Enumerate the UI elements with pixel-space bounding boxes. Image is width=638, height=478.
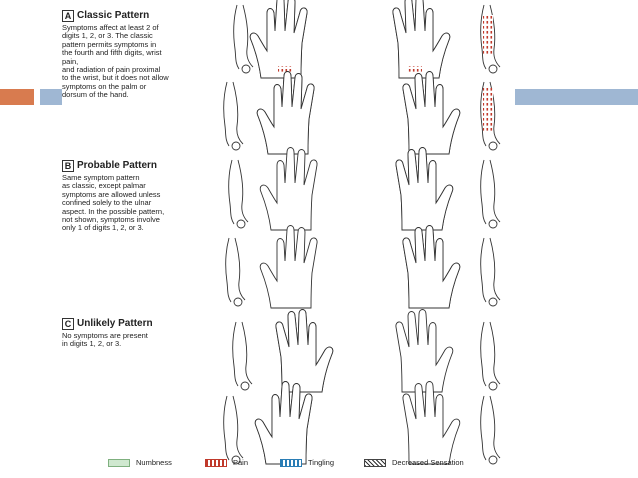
legend-item-tingling: Tingling — [280, 458, 334, 467]
panel-c-arm-right-top — [480, 321, 501, 391]
panel-a-letter: A — [62, 10, 74, 22]
panel-a-hand-palm-right — [392, 0, 451, 79]
panel-b-arm-right-top — [480, 159, 501, 229]
numbness-swatch — [108, 458, 130, 467]
panel-c-description: No symptoms are present in digits 1, 2, … — [62, 331, 148, 349]
panel-a-title: Classic Pattern — [77, 9, 150, 21]
panel-b-text: B Probable Pattern Same symptom pattern … — [62, 160, 174, 233]
panel-a-arm-left-bottom — [223, 81, 244, 151]
panel-b-arm-right-bottom — [480, 237, 501, 307]
panel-a-description: Symptoms affect at least 2 of digits 1, … — [62, 23, 169, 100]
panel-a-arm-right-top — [480, 4, 501, 74]
legend-item-numbness: Numbness — [108, 458, 172, 467]
panel-a-text: A Classic Pattern Symptoms affect at lea… — [62, 10, 174, 100]
legend-label-tingling: Tingling — [308, 458, 334, 467]
decreased-sensation-swatch — [364, 458, 386, 467]
legend-item-pain: Pain — [205, 458, 248, 467]
panel-c-hand-dorsum-left — [254, 381, 313, 465]
legend-label-numbness: Numbness — [136, 458, 172, 467]
panel-c-hand-palm-right — [395, 309, 454, 393]
panel-b-description: Same symptom pattern as classic, except … — [62, 173, 165, 233]
panel-b-hand-palm-left — [259, 147, 318, 231]
pain-swatch — [205, 458, 227, 467]
panel-c-arm-left-bottom — [223, 395, 244, 465]
panel-c-arm-right-bottom — [480, 395, 501, 465]
panel-b-hand-palm-right — [395, 147, 454, 231]
legend-label-pain: Pain — [233, 458, 249, 467]
tingling-swatch — [280, 458, 302, 467]
slide-accent-orange-bar — [0, 89, 34, 105]
panel-b-hand-dorsum-right — [402, 225, 461, 309]
panel-b-arm-left-bottom — [225, 237, 246, 307]
panel-b-title: Probable Pattern — [77, 159, 158, 171]
panel-a-hand-dorsum-right — [402, 71, 461, 155]
panel-a-hand-palm-left — [249, 0, 308, 79]
slide-accent-blue-square — [40, 89, 62, 105]
panel-a-arm-right-bottom — [480, 81, 501, 151]
panel-b-letter: B — [62, 160, 74, 172]
panel-c-title: Unlikely Pattern — [77, 317, 153, 329]
panel-a-hand-dorsum-left — [256, 71, 315, 155]
panel-b-arm-left-top — [228, 159, 249, 229]
legend-label-decreased-sensation: Decreased Sensation — [392, 458, 464, 467]
legend-item-decreased-sensation: Decreased Sensation — [364, 458, 464, 467]
panel-c-text: C Unlikely Pattern No symptoms are prese… — [62, 318, 174, 349]
panel-c-arm-left-top — [232, 321, 253, 391]
slide-accent-blue-bar — [515, 89, 638, 105]
panel-c-hand-dorsum-right — [402, 381, 461, 465]
panel-c-letter: C — [62, 318, 74, 330]
panel-b-hand-dorsum-left — [259, 225, 318, 309]
